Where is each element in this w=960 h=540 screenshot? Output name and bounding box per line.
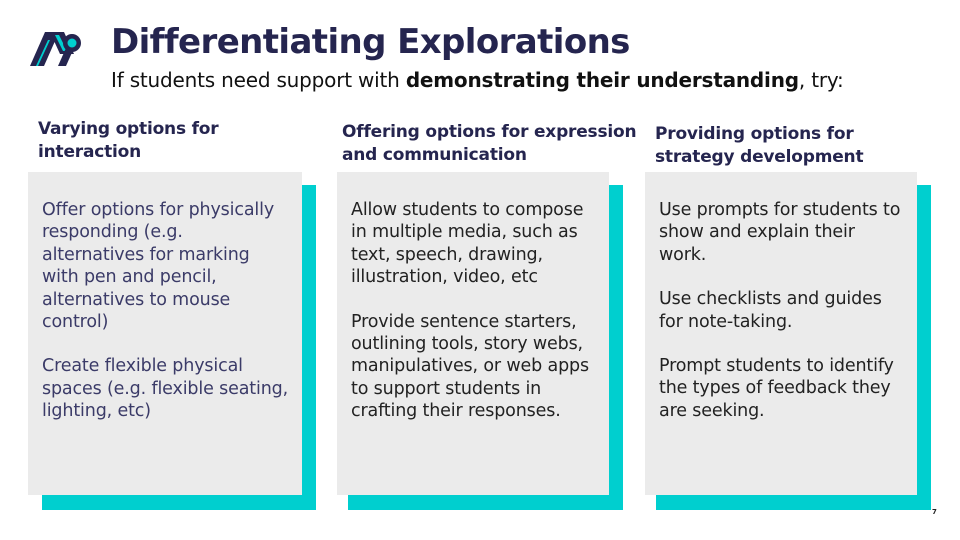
- page-number: 7: [932, 508, 937, 516]
- subtitle-suffix: , try:: [798, 68, 844, 92]
- column-heading-line: strategy development: [655, 147, 864, 167]
- card-paragraph: Use checklists and guides for note-takin…: [659, 289, 882, 332]
- card-paragraph: Use prompts for students to show and exp…: [659, 200, 901, 265]
- brand-logo-icon: [30, 32, 81, 66]
- card-paragraph: Create flexible physical spaces (e.g. fl…: [42, 356, 289, 422]
- column-heading-line: Varying options for: [38, 119, 219, 139]
- page-title: Differentiating Explorations: [111, 22, 630, 62]
- subtitle-prefix: If students need support with: [111, 68, 406, 92]
- card-paragraph: Offer options for physically responding …: [42, 200, 275, 333]
- column-heading-line: Providing options for: [655, 124, 854, 144]
- subtitle-emphasis: demonstrating their understanding: [405, 68, 799, 92]
- column-heading-expression: Offering options for expression and comm…: [342, 121, 652, 167]
- card-expression: Allow students to compose in multiple me…: [337, 172, 609, 495]
- card-paragraph: Allow students to compose in multiple me…: [351, 200, 584, 288]
- column-heading-line: and communication: [342, 145, 527, 165]
- card-paragraph: Provide sentence starters, outlining too…: [351, 311, 589, 422]
- column-heading-line: interaction: [38, 142, 142, 162]
- column-heading-interaction: Varying options for interaction: [38, 118, 298, 164]
- card-interaction: Offer options for physically responding …: [28, 172, 302, 495]
- column-heading-strategy: Providing options for strategy developme…: [655, 123, 935, 169]
- card-strategy: Use prompts for students to show and exp…: [645, 172, 917, 495]
- card-paragraph: Prompt students to identify the types of…: [659, 356, 894, 421]
- column-heading-line: Offering options for expression: [342, 122, 637, 142]
- page-subtitle: If students need support with demonstrat…: [111, 68, 844, 92]
